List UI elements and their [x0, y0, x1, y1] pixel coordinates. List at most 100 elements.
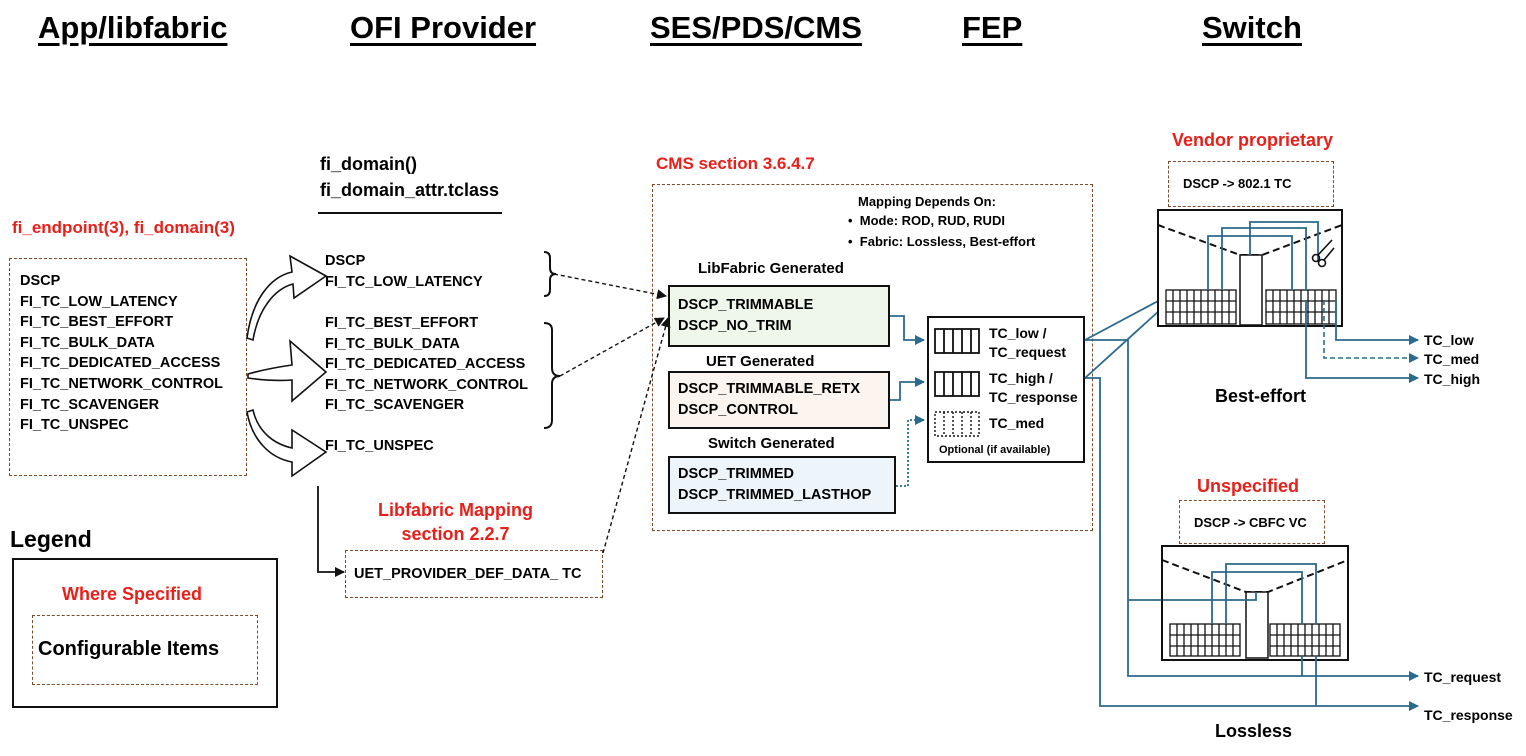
app-item: FI_TC_SCAVENGER — [20, 396, 160, 413]
best-effort-spec-label: Vendor proprietary — [1172, 130, 1334, 150]
flow-fep-to-best-effort — [1084, 299, 1161, 341]
header-app: App/libfabric — [38, 10, 228, 45]
block-arrow-2 — [247, 339, 328, 403]
ofi-mapping-label-line2: section 2.2.7 — [401, 524, 510, 544]
lossless-switch — [1161, 545, 1349, 661]
lossless-spec-label: Unspecified — [1197, 476, 1300, 496]
fep-queue-line: TC_low / — [989, 325, 1047, 341]
ofi-item: FI_TC_DEDICATED_ACCESS — [325, 356, 526, 373]
output-tc-low: TC_low — [1424, 332, 1474, 348]
fep-queue-label: TC_med — [989, 414, 1044, 433]
best-effort-caption: Best-effort — [1215, 386, 1307, 406]
ofi-mapping-value: UET_PROVIDER_DEF_DATA_ TC — [354, 566, 582, 582]
lossless-map-box: DSCP -> CBFC VC — [1179, 500, 1325, 544]
libfabric-generated-items: DSCP_TRIMMABLE DSCP_NO_TRIM — [678, 295, 813, 336]
header-ses: SES/PDS/CMS — [650, 10, 862, 45]
lossless-map: DSCP -> CBFC VC — [1194, 515, 1307, 530]
cms-depends-item-text: Mode: ROD, RUD, RUDI — [859, 213, 1005, 228]
block-arrow-3 — [246, 408, 328, 478]
dashed-arrow-group2 — [559, 317, 665, 377]
uet-generated-box: DSCP_TRIMMABLE_RETX DSCP_CONTROL — [668, 371, 890, 429]
ofi-mapping-label-line1: Libfabric Mapping — [378, 500, 533, 520]
libfabric-generated-box: DSCP_TRIMMABLE DSCP_NO_TRIM — [668, 285, 890, 347]
app-spec-label: fi_endpoint(3), fi_domain(3) — [12, 218, 235, 237]
dscp-item: DSCP_NO_TRIM — [678, 317, 792, 334]
ofi-domain-line: fi_domain_attr.tclass — [320, 180, 500, 200]
cms-depends-item: • Fabric: Lossless, Best-effort — [848, 234, 1036, 249]
scissors-icon — [1311, 239, 1335, 268]
dashed-arrow-mapping — [602, 317, 671, 554]
uet-generated-title: UET Generated — [706, 353, 815, 370]
cms-depends-item: • Mode: ROD, RUD, RUDI — [848, 213, 1005, 228]
cms-depends-item-text: Fabric: Lossless, Best-effort — [859, 234, 1036, 249]
flow-fep-high — [1085, 377, 1419, 711]
fep-optional-note: Optional (if available) — [939, 444, 1051, 456]
lossless-caption: Lossless — [1215, 721, 1293, 741]
fep-queue-icon-high — [934, 371, 980, 397]
dscp-item: DSCP_TRIMMABLE — [678, 297, 814, 313]
fep-queue-label: TC_low / TC_request — [989, 324, 1066, 362]
ofi-mapping-label: Libfabric Mapping section 2.2.7 — [378, 498, 533, 546]
flow-fep-to-best-effort-2 — [1084, 309, 1161, 379]
legend-configurable-items: Configurable Items — [38, 638, 220, 660]
ofi-group-2: FI_TC_BEST_EFFORT FI_TC_BULK_DATA FI_TC_… — [325, 313, 528, 416]
ofi-mapping-box: UET_PROVIDER_DEF_DATA_ TC — [345, 550, 603, 598]
app-item: FI_TC_BULK_DATA — [20, 334, 155, 351]
dscp-item: DSCP_TRIMMABLE_RETX — [678, 381, 861, 397]
cms-section-label: CMS section 3.6.4.7 — [656, 154, 815, 173]
legend-configurable-box: Configurable Items — [32, 615, 258, 685]
header-switch: Switch — [1202, 10, 1302, 45]
header-fep: FEP — [962, 10, 1023, 45]
header-ofi: OFI Provider — [350, 10, 537, 45]
ofi-domain-line: fi_domain() — [320, 154, 417, 174]
flow-switchgen-to-fep — [896, 415, 925, 487]
best-effort-switch — [1157, 209, 1343, 327]
ofi-item: FI_TC_UNSPEC — [325, 438, 434, 454]
legend-title: Legend — [10, 526, 92, 552]
app-item: FI_TC_LOW_LATENCY — [20, 293, 178, 310]
cms-depends-title: Mapping Depends On: — [858, 194, 996, 209]
ofi-item: FI_TC_LOW_LATENCY — [325, 273, 483, 290]
ofi-item: DSCP — [325, 253, 366, 269]
fep-queue-line: TC_request — [989, 344, 1067, 360]
ofi-item: FI_TC_NETWORK_CONTROL — [325, 376, 528, 393]
switch-generated-title: Switch Generated — [708, 435, 835, 452]
legend-where-specified: Where Specified — [62, 584, 203, 604]
output-tc-high: TC_high — [1424, 371, 1480, 387]
ofi-domain-underline — [318, 212, 502, 214]
switch-generated-items: DSCP_TRIMMED DSCP_TRIMMED_LASTHOP — [678, 464, 871, 505]
output-tc-med: TC_med — [1424, 351, 1480, 367]
unspec-arrow — [317, 486, 345, 577]
ofi-item: FI_TC_BULK_DATA — [325, 335, 460, 352]
flow-out-tc-med — [1323, 300, 1419, 363]
best-effort-map: DSCP -> 802.1 TC — [1183, 176, 1292, 191]
flow-out-tc-high — [1305, 300, 1419, 383]
legend-box: Where Specified Configurable Items — [12, 558, 278, 708]
fep-queue-line: TC_high / — [989, 370, 1053, 386]
flow-fep-low — [1085, 339, 1419, 681]
app-items-box: DSCP FI_TC_LOW_LATENCY FI_TC_BEST_EFFORT… — [9, 258, 247, 476]
dscp-item: DSCP_CONTROL — [678, 401, 799, 418]
app-item: FI_TC_NETWORK_CONTROL — [20, 375, 223, 392]
flow-out-tc-low — [1335, 300, 1419, 345]
dashed-arrow-group1 — [553, 273, 667, 300]
block-arrow-1 — [246, 254, 328, 342]
app-item: DSCP — [20, 273, 61, 289]
cms-box — [652, 184, 1093, 531]
dscp-item: DSCP_TRIMMED — [678, 466, 795, 482]
best-effort-map-box: DSCP -> 802.1 TC — [1168, 161, 1334, 207]
output-tc-response: TC_response — [1424, 707, 1513, 723]
fep-queue-line: TC_response — [989, 389, 1078, 405]
app-item: FI_TC_DEDICATED_ACCESS — [20, 355, 221, 372]
fep-queue-icon-low — [934, 328, 980, 354]
fep-queue-icon-med — [934, 411, 980, 437]
app-items-list: DSCP FI_TC_LOW_LATENCY FI_TC_BEST_EFFORT… — [20, 271, 223, 436]
output-tc-request: TC_request — [1424, 669, 1502, 685]
fep-queue-line: TC_med — [989, 415, 1045, 431]
ofi-group-3: FI_TC_UNSPEC — [325, 436, 434, 457]
ofi-group-1: DSCP FI_TC_LOW_LATENCY — [325, 251, 483, 292]
flow-libfabric-to-fep — [890, 315, 925, 345]
brace-2 — [543, 322, 561, 429]
flow-uet-to-fep — [890, 377, 925, 401]
